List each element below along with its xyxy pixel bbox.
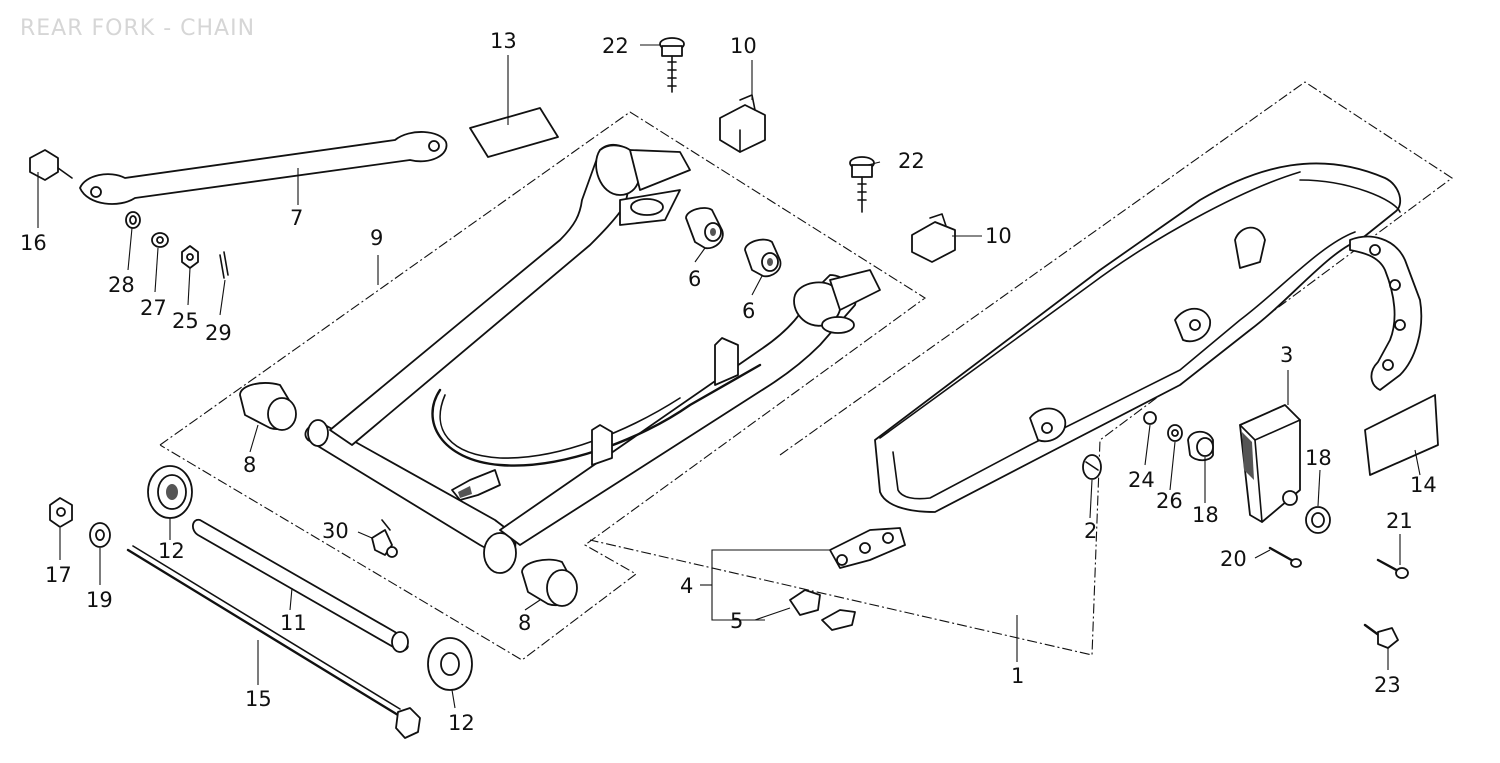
callout-21: 21	[1386, 509, 1413, 533]
callout-18-upper: 18	[1192, 503, 1219, 527]
callout-12-lower: 12	[448, 711, 475, 735]
callout-17: 17	[45, 563, 72, 587]
callout-12-upper: 12	[158, 539, 185, 563]
part-12-dust-seal-upper[interactable]	[147, 465, 193, 519]
part-3-chain-guide[interactable]	[1239, 404, 1301, 523]
part-13-decal[interactable]	[469, 107, 559, 158]
callout-22-middle: 22	[898, 149, 925, 173]
part-10-clip-top[interactable]	[719, 94, 766, 153]
part-2-grommet[interactable]	[1082, 454, 1102, 480]
part-22-bolt-middle[interactable]	[849, 156, 875, 213]
callout-22-top: 22	[602, 34, 629, 58]
part-14-label[interactable]	[1364, 394, 1439, 476]
callout-2: 2	[1084, 519, 1097, 543]
part-1-chain-case[interactable]	[874, 162, 1402, 513]
callout-13: 13	[490, 29, 517, 53]
part-18-collar-upper[interactable]	[1187, 430, 1214, 462]
callout-9: 9	[370, 226, 383, 250]
callout-10-middle: 10	[985, 224, 1012, 248]
part-15-pivot-bolt[interactable]	[126, 545, 421, 739]
part-20-bolt[interactable]	[1268, 546, 1302, 568]
callout-8-lower: 8	[518, 611, 531, 635]
part-29-cotter-pin[interactable]	[219, 251, 229, 279]
callout-27: 27	[140, 296, 167, 320]
chain-case-assembly-outline	[589, 81, 1453, 656]
callout-26: 26	[1156, 489, 1183, 513]
part-23-bolt[interactable]	[1363, 623, 1399, 649]
part-4-drive-chain[interactable]	[829, 527, 906, 569]
part-26-washer[interactable]	[1167, 424, 1183, 442]
callout-29: 29	[205, 321, 232, 345]
callout-11: 11	[280, 611, 307, 635]
part-19-washer[interactable]	[89, 522, 111, 548]
part-18-collar-lower[interactable]	[1305, 506, 1331, 534]
part-30-clamp[interactable]	[371, 519, 398, 558]
callout-7: 7	[290, 206, 303, 230]
part-16-bolt[interactable]	[29, 149, 73, 181]
callout-8-upper: 8	[243, 453, 256, 477]
callout-4: 4	[680, 574, 693, 598]
diagram-title: REAR FORK - CHAIN	[20, 16, 256, 41]
part-12-dust-seal-lower[interactable]	[427, 637, 473, 691]
part-11-pivot-collar[interactable]	[192, 518, 409, 653]
part-6-bushing-upper[interactable]	[685, 207, 724, 250]
leader-lines	[37, 44, 1421, 709]
rear-fork-assembly-outline	[159, 111, 926, 661]
chain-section	[1349, 235, 1423, 391]
callout-28: 28	[108, 273, 135, 297]
callout-18-lower: 18	[1305, 446, 1332, 470]
part-25-nut[interactable]	[181, 245, 199, 269]
callout-23: 23	[1374, 673, 1401, 697]
callout-14: 14	[1410, 473, 1437, 497]
callout-30: 30	[322, 519, 349, 543]
callout-20: 20	[1220, 547, 1247, 571]
callout-16: 16	[20, 231, 47, 255]
part-21-bolt[interactable]	[1376, 558, 1409, 579]
part-8-bushing-upper[interactable]	[239, 382, 297, 431]
callout-6-upper: 6	[688, 267, 701, 291]
callout-6-lower: 6	[742, 299, 755, 323]
callout-10-top: 10	[730, 34, 757, 58]
part-7-torque-link[interactable]	[79, 131, 448, 205]
part-9-rear-fork[interactable]	[304, 143, 881, 574]
part-24-washer[interactable]	[1143, 411, 1157, 425]
callout-5: 5	[730, 609, 743, 633]
callout-1: 1	[1011, 664, 1024, 688]
part-17-nut[interactable]	[49, 497, 73, 528]
part-28-washer[interactable]	[125, 211, 141, 229]
part-10-clip-middle[interactable]	[911, 213, 956, 263]
part-27-washer[interactable]	[151, 232, 169, 248]
part-6-bushing-lower[interactable]	[744, 238, 782, 278]
part-22-bolt-top[interactable]	[659, 37, 685, 93]
callout-19: 19	[86, 588, 113, 612]
callout-3: 3	[1280, 343, 1293, 367]
callout-labels: 13 22 10 22 10 7 16 28 27 25 29 9 6 6 8 …	[20, 29, 1437, 735]
callout-15: 15	[245, 687, 272, 711]
callout-25: 25	[172, 309, 199, 333]
part-8-bushing-lower[interactable]	[521, 558, 578, 607]
callout-24: 24	[1128, 468, 1155, 492]
part-5-master-link[interactable]	[789, 589, 856, 631]
